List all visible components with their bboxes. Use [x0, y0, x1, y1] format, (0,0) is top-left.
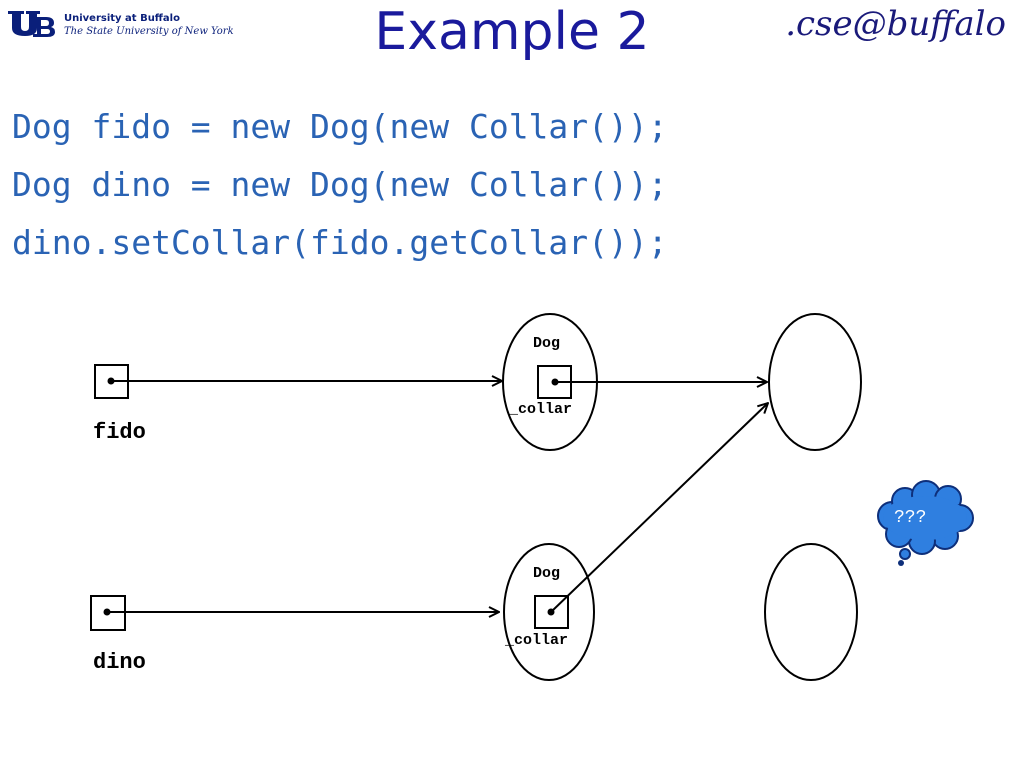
question-cloud-icon: [877, 480, 974, 566]
dino-label: dino: [93, 650, 146, 675]
cse-buffalo-logo: .cse@buffalo: [785, 4, 1006, 44]
dog-object-dino: Dog _collar: [503, 543, 595, 681]
ub-logo-subtitle: The State University of New York: [64, 26, 234, 37]
dog-object-fido-type: Dog: [533, 335, 560, 352]
dog-object-fido-field: _collar: [508, 401, 572, 418]
ub-logo-icon: [8, 11, 55, 37]
fido-label: fido: [93, 420, 146, 445]
code-block: Dog fido = new Dog(new Collar()); Dog di…: [12, 98, 668, 272]
dog-object-dino-type: Dog: [533, 565, 560, 582]
question-cloud-text: ???: [894, 508, 927, 528]
slide-title: Example 2: [374, 2, 650, 62]
code-line: dino.setCollar(fido.getCollar());: [12, 223, 668, 262]
fido-reference: fido: [93, 364, 146, 445]
dino-dog-collar-arrow: [550, 403, 768, 613]
dog-object-dino-field: _collar: [504, 632, 568, 649]
ub-logo: University at Buffalo The State Universi…: [6, 8, 234, 42]
dino-reference: dino: [90, 595, 146, 675]
ub-logo-name: University at Buffalo: [64, 13, 180, 24]
code-line: Dog dino = new Dog(new Collar());: [12, 165, 668, 204]
code-line: Dog fido = new Dog(new Collar());: [12, 107, 668, 146]
collar-object-orphan: [764, 543, 858, 681]
collar-object-shared: [768, 313, 862, 451]
